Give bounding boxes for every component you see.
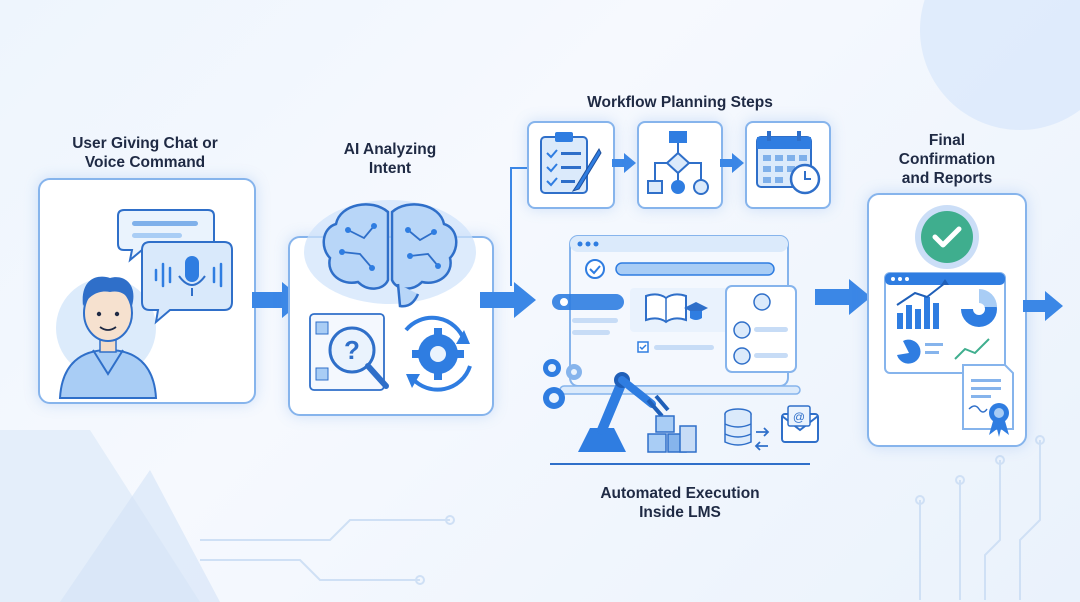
microphone-icon: [141, 241, 233, 325]
user-command-label-line2: Voice Command: [84, 154, 206, 171]
arrow-right-icon: [1023, 291, 1063, 321]
final-confirmation-label-line1: Final: [928, 132, 966, 149]
calendar-clock-icon: [756, 131, 821, 195]
arrow-right-icon: [815, 279, 871, 315]
arrow-right-icon: [612, 153, 636, 173]
workflow-planning-title: Workflow Planning Steps: [587, 94, 773, 111]
ai-intent-label-line1: AI Analyzing: [343, 141, 437, 158]
automated-execution-label: Automated Execution Inside LMS: [575, 484, 785, 522]
final-confirmation-illustration: [884, 205, 1014, 437]
ai-intent-label-line2: Intent: [368, 160, 412, 177]
brain-icon: [304, 200, 476, 308]
ai-intent-label: AI Analyzing Intent: [300, 140, 480, 178]
checkmark-icon: [915, 205, 979, 269]
clipboard-checklist-icon: [540, 132, 602, 194]
user-icon: [56, 276, 158, 399]
automated-execution-label-line1: Automated Execution: [600, 485, 760, 502]
question-search-icon: ?: [309, 313, 389, 391]
flowchart-icon: [647, 131, 709, 195]
final-confirmation-label-line3: and Reports: [901, 170, 993, 187]
robot-arm-icon: @: [543, 359, 819, 465]
user-command-illustration: [56, 209, 233, 399]
arrow-right-icon: [720, 153, 744, 173]
final-confirmation-label: Final Confirmation and Reports: [862, 131, 1032, 188]
database-icon: [724, 408, 752, 446]
ai-intent-illustration: ?: [304, 200, 476, 392]
email-icon: @: [781, 405, 819, 443]
gear-cycle-icon: [404, 315, 472, 392]
user-command-label: User Giving Chat or Voice Command: [40, 134, 250, 172]
analytics-report-icon: [884, 272, 1006, 374]
user-command-label-line1: User Giving Chat or: [72, 135, 218, 152]
final-confirmation-label-line2: Confirmation: [898, 151, 996, 168]
arrow-right-icon: [480, 282, 536, 318]
svg-text:?: ?: [344, 335, 360, 365]
svg-text:@: @: [793, 410, 805, 424]
automated-execution-label-line2: Inside LMS: [639, 504, 721, 521]
certificate-icon: [962, 364, 1014, 437]
